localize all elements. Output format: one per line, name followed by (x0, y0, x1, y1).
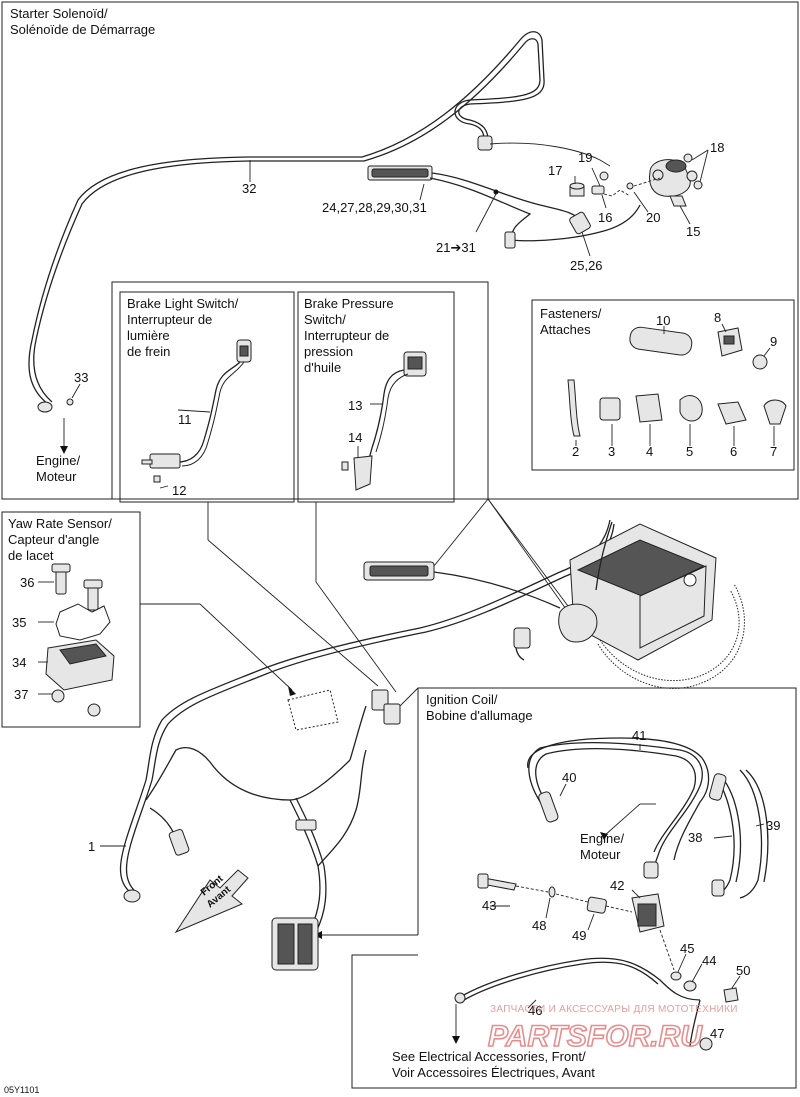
callout-46: 46 (528, 1003, 542, 1018)
main-harness: Front Avant (100, 498, 745, 971)
callout-33: 33 (74, 370, 88, 385)
brake-pressure-line3: Interrupteur de (304, 328, 389, 343)
callout-48: 48 (532, 918, 546, 933)
fasteners-leaders (575, 323, 775, 446)
callout-25: 25,26 (570, 258, 603, 273)
callout-9: 9 (770, 334, 777, 349)
brake-pressure-line2: Switch/ (304, 312, 346, 327)
callout-13: 13 (348, 398, 362, 413)
callout-10: 10 (656, 313, 670, 328)
yaw-line2: Capteur d'angle (8, 532, 99, 547)
starter-title-line1: Starter Solenoïd/ (10, 6, 108, 21)
callout-numbers: 32 24,27,28,29,30,31 21➔31 25,26 17 19 1… (12, 140, 780, 1041)
callout-40: 40 (562, 770, 576, 785)
brake-light-line2: Interrupteur de (127, 312, 212, 327)
starter-title-line2: Solénoïde de Démarrage (10, 22, 155, 37)
see-also-line2: Voir Accessoires Électriques, Avant (392, 1065, 595, 1080)
callout-1: 1 (88, 839, 95, 854)
callout-41: 41 (632, 728, 646, 743)
callout-20: 20 (646, 210, 660, 225)
callout-34: 34 (12, 655, 26, 670)
starter-leaders (60, 149, 709, 454)
ignition-line1: Ignition Coil/ (426, 692, 498, 707)
fasteners-line1: Fasteners/ (540, 306, 602, 321)
engine-top-line2: Moteur (36, 469, 77, 484)
see-also-line1: See Electrical Accessories, Front/ (392, 1049, 586, 1064)
callout-16: 16 (598, 210, 612, 225)
brake-pressure-line1: Brake Pressure (304, 296, 394, 311)
callout-35: 35 (12, 615, 26, 630)
callout-43: 43 (482, 898, 496, 913)
callout-2: 2 (572, 444, 579, 459)
fasteners-line2: Attaches (540, 322, 591, 337)
callout-38: 38 (688, 830, 702, 845)
figure-code: 05Y1101 (4, 1085, 39, 1095)
brake-pressure-switch-wiring (341, 351, 427, 491)
callout-50: 50 (736, 963, 750, 978)
starter-section-frame (1, 1, 799, 500)
watermark-brand: PARTSFOR.RU (488, 1020, 703, 1053)
callout-39: 39 (766, 818, 780, 833)
brake-light-switch-wiring (141, 339, 252, 489)
starter-wiring (28, 31, 703, 413)
callout-17: 17 (548, 163, 562, 178)
callout-6: 6 (730, 444, 737, 459)
engine-top-line1: Engine/ (36, 453, 80, 468)
fasteners-frame (531, 299, 795, 471)
ignition-coil-parts (452, 737, 769, 1051)
callout-24: 24,27,28,29,30,31 (322, 200, 427, 215)
yaw-line1: Yaw Rate Sensor/ (8, 516, 112, 531)
starter-solenoid (649, 153, 703, 207)
yaw-sensor-frame (1, 511, 141, 728)
callout-19: 19 (578, 150, 592, 165)
callout-7: 7 (770, 444, 777, 459)
brake-pressure-line5: d'huile (304, 360, 341, 375)
callout-11: 11 (178, 412, 192, 427)
yaw-sensor-parts (38, 563, 115, 717)
callout-4: 4 (646, 444, 653, 459)
engine-ign-line2: Moteur (580, 847, 621, 862)
callout-37: 37 (14, 687, 28, 702)
ignition-line2: Bobine d'allumage (426, 708, 533, 723)
brake-pressure-line4: pression (304, 344, 353, 359)
main-harness-frame (111, 281, 489, 499)
brake-light-line3: lumière (127, 328, 170, 343)
callout-44: 44 (702, 953, 716, 968)
section-labels: Starter Solenoïd/ Solénoïde de Démarrage… (4, 6, 624, 1095)
callout-21: 21➔31 (436, 240, 476, 255)
callout-12: 12 (172, 483, 186, 498)
brake-light-line4: de frein (127, 344, 170, 359)
callout-14: 14 (348, 430, 362, 445)
callout-45: 45 (680, 941, 694, 956)
yaw-line3: de lacet (8, 548, 54, 563)
engine-ign-line1: Engine/ (580, 831, 624, 846)
callout-18: 18 (710, 140, 724, 155)
front-arrow-icon: Front Avant (174, 869, 249, 934)
callout-3: 3 (608, 444, 615, 459)
callout-5: 5 (686, 444, 693, 459)
callout-42: 42 (610, 878, 624, 893)
fasteners-parts (567, 326, 787, 437)
callout-49: 49 (572, 928, 586, 943)
callout-32: 32 (242, 181, 256, 196)
brake-light-frame (119, 291, 295, 503)
watermark: ЗАПЧАСТИ И АКСЕССУАРЫ ДЛЯ МОТОТЕХНИКИ PA… (487, 1004, 738, 1054)
brake-light-line1: Brake Light Switch/ (127, 296, 239, 311)
callout-47: 47 (710, 1026, 724, 1041)
watermark-tagline: ЗАПЧАСТИ И АКСЕССУАРЫ ДЛЯ МОТОТЕХНИКИ (490, 1004, 738, 1015)
callout-15: 15 (686, 224, 700, 239)
callout-36: 36 (20, 575, 34, 590)
brake-pressure-frame (297, 291, 455, 503)
battery-assembly (363, 521, 745, 689)
callout-8: 8 (714, 310, 721, 325)
